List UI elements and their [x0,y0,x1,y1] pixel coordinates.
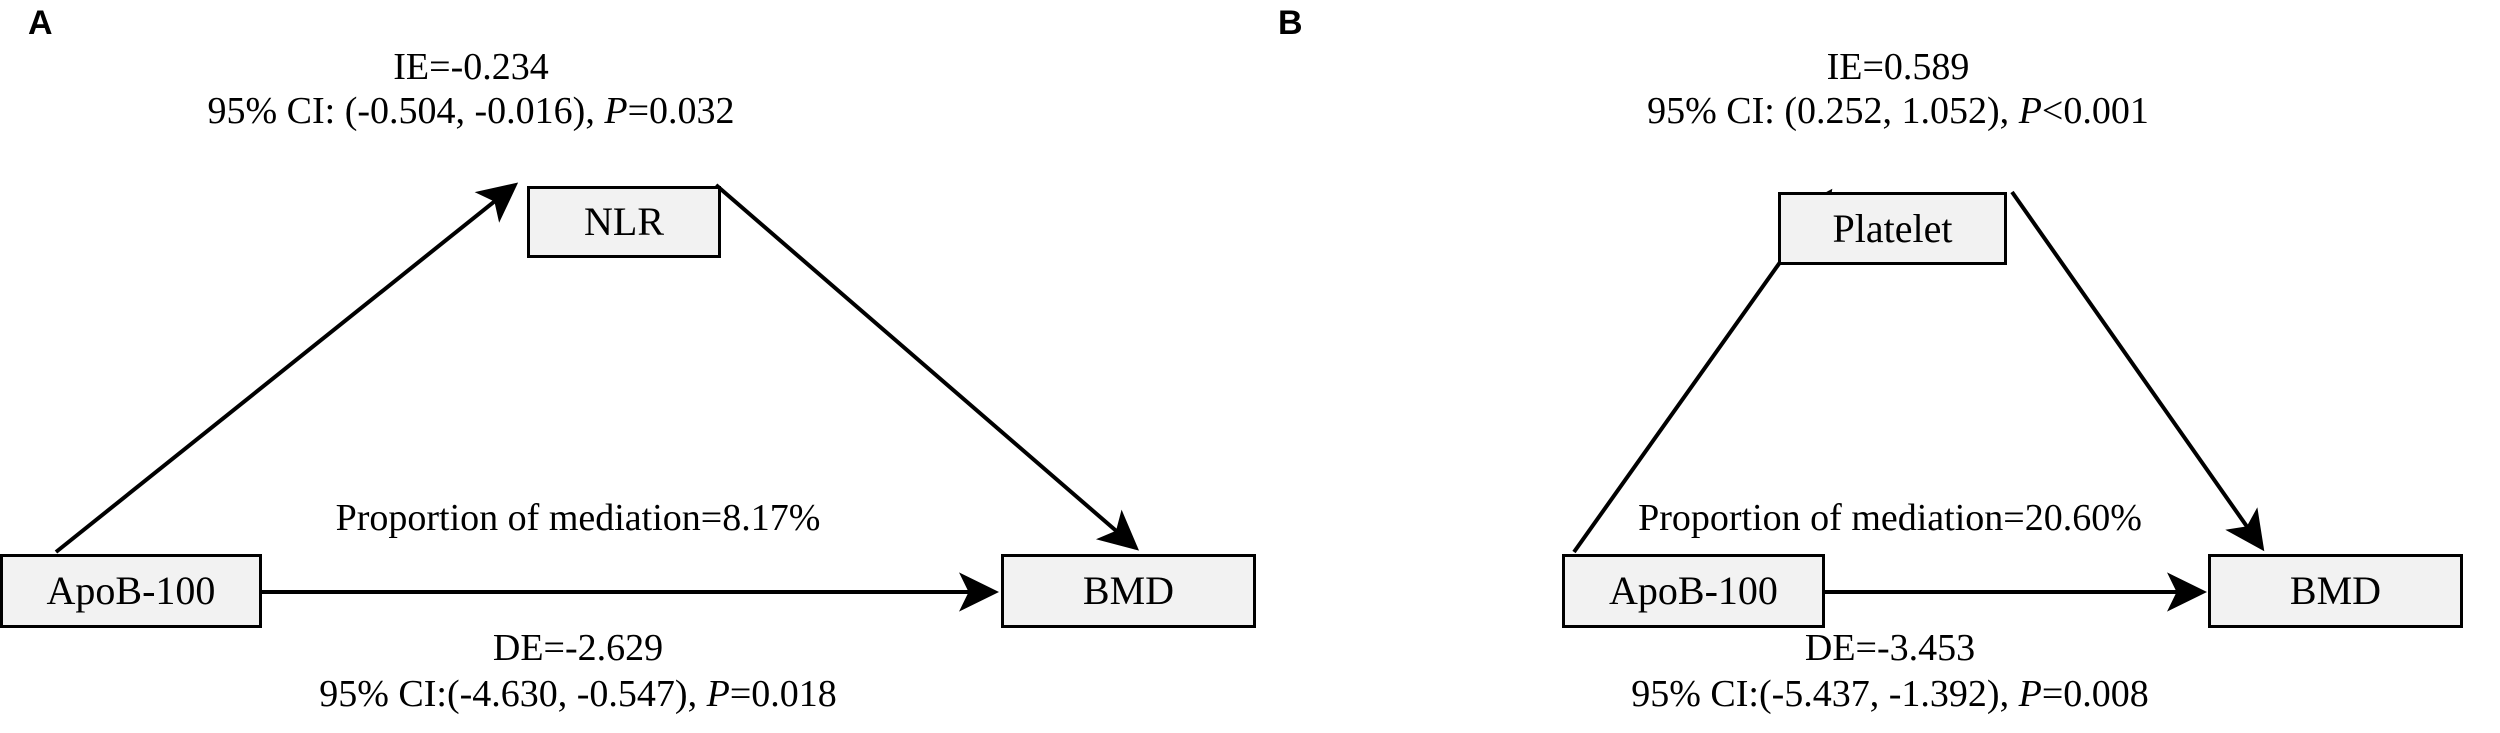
panel-a: A [0,4,1256,717]
indirect-effect-value: IE=-0.234 [393,46,549,88]
direct-p-value: =0.018 [729,673,837,715]
direct-p-symbol: P [706,673,730,715]
node-outcome-bmd[interactable]: BMD [1001,554,1256,628]
indirect-p-value: =0.032 [627,90,735,132]
indirect-ci-text: 95% CI: (-0.504, -0.016), [207,90,605,132]
node-exposure-apob100[interactable]: ApoB-100 [0,554,262,628]
node-outcome-label: BMD [1082,568,1175,613]
direct-ci-text: 95% CI:(-5.437, -1.392), [1631,673,2019,715]
direct-effect-value: DE=-3.453 [1804,627,1976,669]
proportion-of-mediation: Proportion of mediation=20.60% [1638,497,2142,539]
direct-p-symbol: P [2018,673,2042,715]
node-exposure-label: ApoB-100 [46,568,216,613]
node-outcome-bmd[interactable]: BMD [2208,554,2463,628]
indirect-effect-ci: 95% CI: (0.252, 1.052), P<0.001 [1647,88,2149,134]
node-mediator-nlr[interactable]: NLR [527,186,721,258]
node-mediator-label: NLR [584,199,664,244]
direct-ci-text: 95% CI:(-4.630, -0.547), [319,673,707,715]
node-exposure-label: ApoB-100 [1609,568,1778,613]
panel-a-label: A [28,4,54,42]
indirect-p-symbol: P [2018,90,2042,132]
indirect-p-symbol: P [604,90,628,132]
node-mediator-platelet[interactable]: Platelet [1778,192,2007,265]
panel-b-label: B [1278,4,1304,42]
indirect-effect-ci: 95% CI: (-0.504, -0.016), P=0.032 [208,88,735,134]
proportion-of-mediation: Proportion of mediation=8.17% [335,497,821,539]
direct-p-value: =0.008 [2041,673,2149,715]
edge-mediator-to-outcome [714,183,1140,551]
panel-b: B ApoB- [1250,0,2500,733]
indirect-ci-text: 95% CI: (0.252, 1.052), [1647,90,2019,132]
direct-effect-value: DE=-2.629 [492,627,664,669]
indirect-p-value: <0.001 [2041,90,2149,132]
direct-effect-ci: 95% CI:(-5.437, -1.392), P=0.008 [1631,671,2149,717]
indirect-effect-value: IE=0.589 [1826,46,1970,88]
node-mediator-label: Platelet [1832,205,1953,251]
node-exposure-apob100[interactable]: ApoB-100 [1562,554,1825,628]
direct-effect-ci: 95% CI:(-4.630, -0.547), P=0.018 [319,671,837,717]
node-outcome-label: BMD [2289,568,2382,613]
